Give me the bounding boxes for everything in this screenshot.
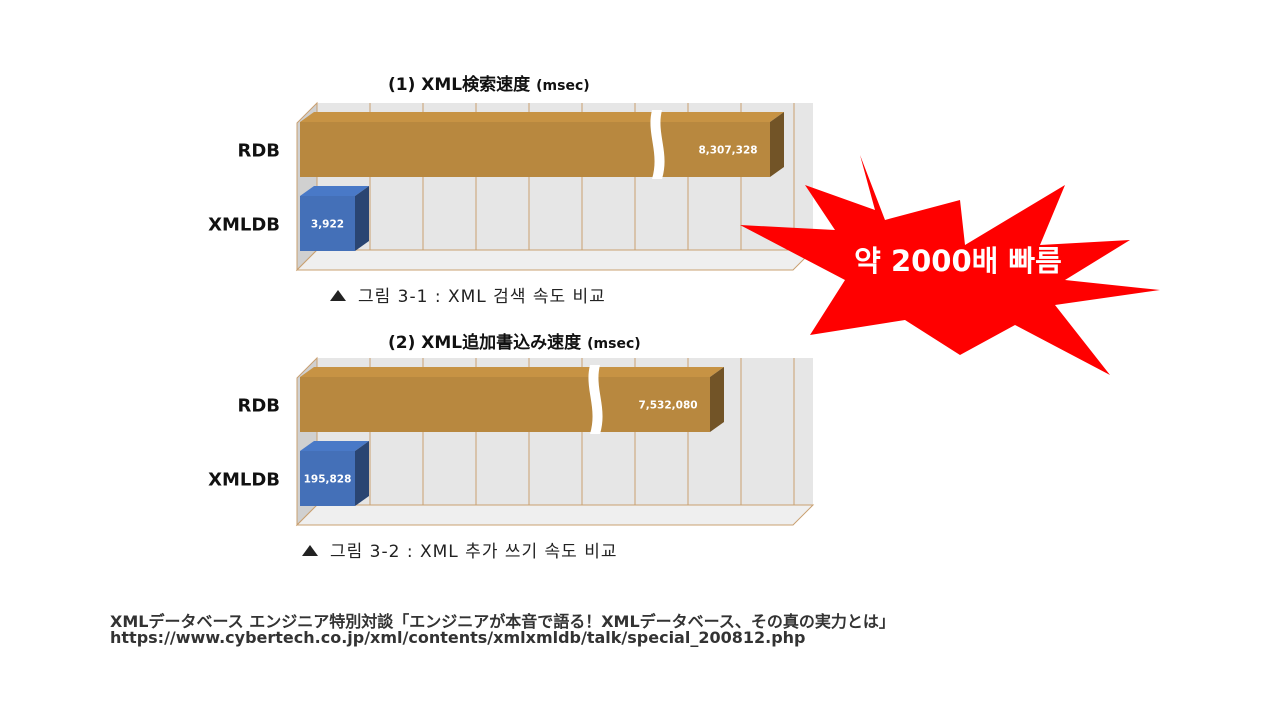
triangle-icon — [330, 290, 346, 301]
category-label: RDB — [237, 396, 280, 417]
chart-2-title: (2) XML追加書込み速度 (msec) — [388, 328, 641, 353]
data-label: 3,922 — [311, 219, 344, 231]
chart-2-caption: 그림 3-2 : XML 추가 쓰기 속도 비교 — [302, 537, 618, 562]
chart-2-caption-text: 그림 3-2 : XML 추가 쓰기 속도 비교 — [330, 542, 618, 562]
category-label: XMLDB — [208, 470, 280, 491]
axis-break — [650, 110, 665, 179]
chart-2-unit: (msec) — [587, 336, 641, 352]
chart-1-title-text: (1) XML検索速度 — [388, 75, 531, 95]
chart-2-title-text: (2) XML追加書込み速度 — [388, 333, 582, 353]
chart-1-caption: 그림 3-1 : XML 검색 속도 비교 — [330, 282, 606, 307]
bar-top — [300, 186, 369, 196]
bar-top — [300, 441, 369, 451]
axis-break — [588, 365, 603, 434]
bar-top — [300, 112, 784, 122]
category-label: XMLDB — [208, 215, 280, 236]
plot-floor — [295, 504, 815, 526]
source-url[interactable]: https://www.cybertech.co.jp/xml/contents… — [110, 628, 806, 647]
callout-text: 약 2000배 빠름 — [854, 244, 1062, 278]
starburst-shape — [740, 155, 1160, 375]
bar — [300, 196, 355, 251]
source-title: XMLデータベース エンジニア特別対談「エンジニアが本音で語る！XMLデータベー… — [110, 612, 895, 631]
chart-1-caption-text: 그림 3-1 : XML 검색 속도 비교 — [358, 287, 606, 307]
chart-1-unit: (msec) — [536, 78, 590, 94]
triangle-icon — [302, 545, 318, 556]
chart-1-title: (1) XML検索速度 (msec) — [388, 70, 590, 95]
bar — [300, 377, 710, 432]
bar — [300, 122, 770, 177]
bar-side — [770, 112, 784, 177]
bar-side — [710, 367, 724, 432]
data-label: 195,828 — [304, 474, 352, 486]
bar-side — [355, 186, 369, 251]
data-label: 8,307,328 — [698, 145, 757, 157]
bar-side — [355, 441, 369, 506]
category-label: RDB — [237, 141, 280, 162]
data-label: 7,532,080 — [638, 400, 697, 412]
bar — [300, 451, 355, 506]
bar-top — [300, 367, 724, 377]
starburst-callout — [740, 155, 1160, 375]
